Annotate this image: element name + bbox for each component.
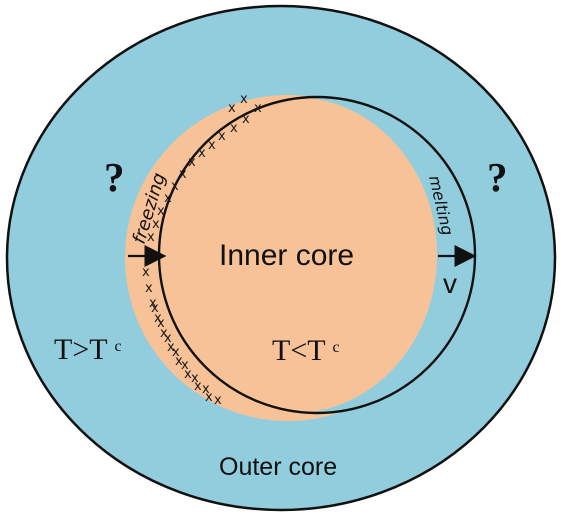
- svg-text:x: x: [164, 331, 172, 346]
- svg-text:x: x: [151, 301, 159, 316]
- svg-text:x: x: [172, 345, 180, 360]
- svg-text:x: x: [191, 371, 199, 386]
- svg-text:x: x: [218, 129, 226, 144]
- velocity-label: v: [443, 268, 457, 299]
- inner-temperature-base: T<T: [272, 334, 325, 367]
- inner-core-label: Inner core: [219, 239, 354, 272]
- svg-text:x: x: [240, 92, 248, 107]
- outer-temperature-label: T>T c: [54, 333, 122, 366]
- svg-text:x: x: [198, 146, 206, 161]
- svg-text:x: x: [164, 191, 172, 206]
- outer-temperature-base: T>T: [54, 333, 107, 366]
- svg-text:x: x: [145, 281, 153, 296]
- svg-text:x: x: [254, 101, 262, 116]
- svg-text:x: x: [228, 101, 236, 116]
- svg-text:x: x: [142, 265, 150, 280]
- inner-temperature-label: T<T c: [272, 334, 340, 367]
- svg-text:x: x: [157, 316, 165, 331]
- svg-text:x: x: [242, 112, 250, 127]
- svg-text:x: x: [202, 382, 210, 397]
- svg-text:x: x: [181, 358, 189, 373]
- outer-core-label: Outer core: [219, 453, 337, 481]
- svg-text:x: x: [230, 121, 238, 136]
- left-question-mark: ?: [104, 154, 125, 200]
- svg-text:x: x: [214, 393, 222, 408]
- svg-text:x: x: [188, 155, 196, 170]
- svg-text:x: x: [208, 138, 216, 153]
- outer-temperature-superscript: c: [115, 338, 122, 355]
- svg-text:x: x: [179, 167, 187, 182]
- svg-text:x: x: [171, 179, 179, 194]
- inner-temperature-superscript: c: [333, 339, 340, 356]
- right-question-mark: ?: [487, 154, 508, 200]
